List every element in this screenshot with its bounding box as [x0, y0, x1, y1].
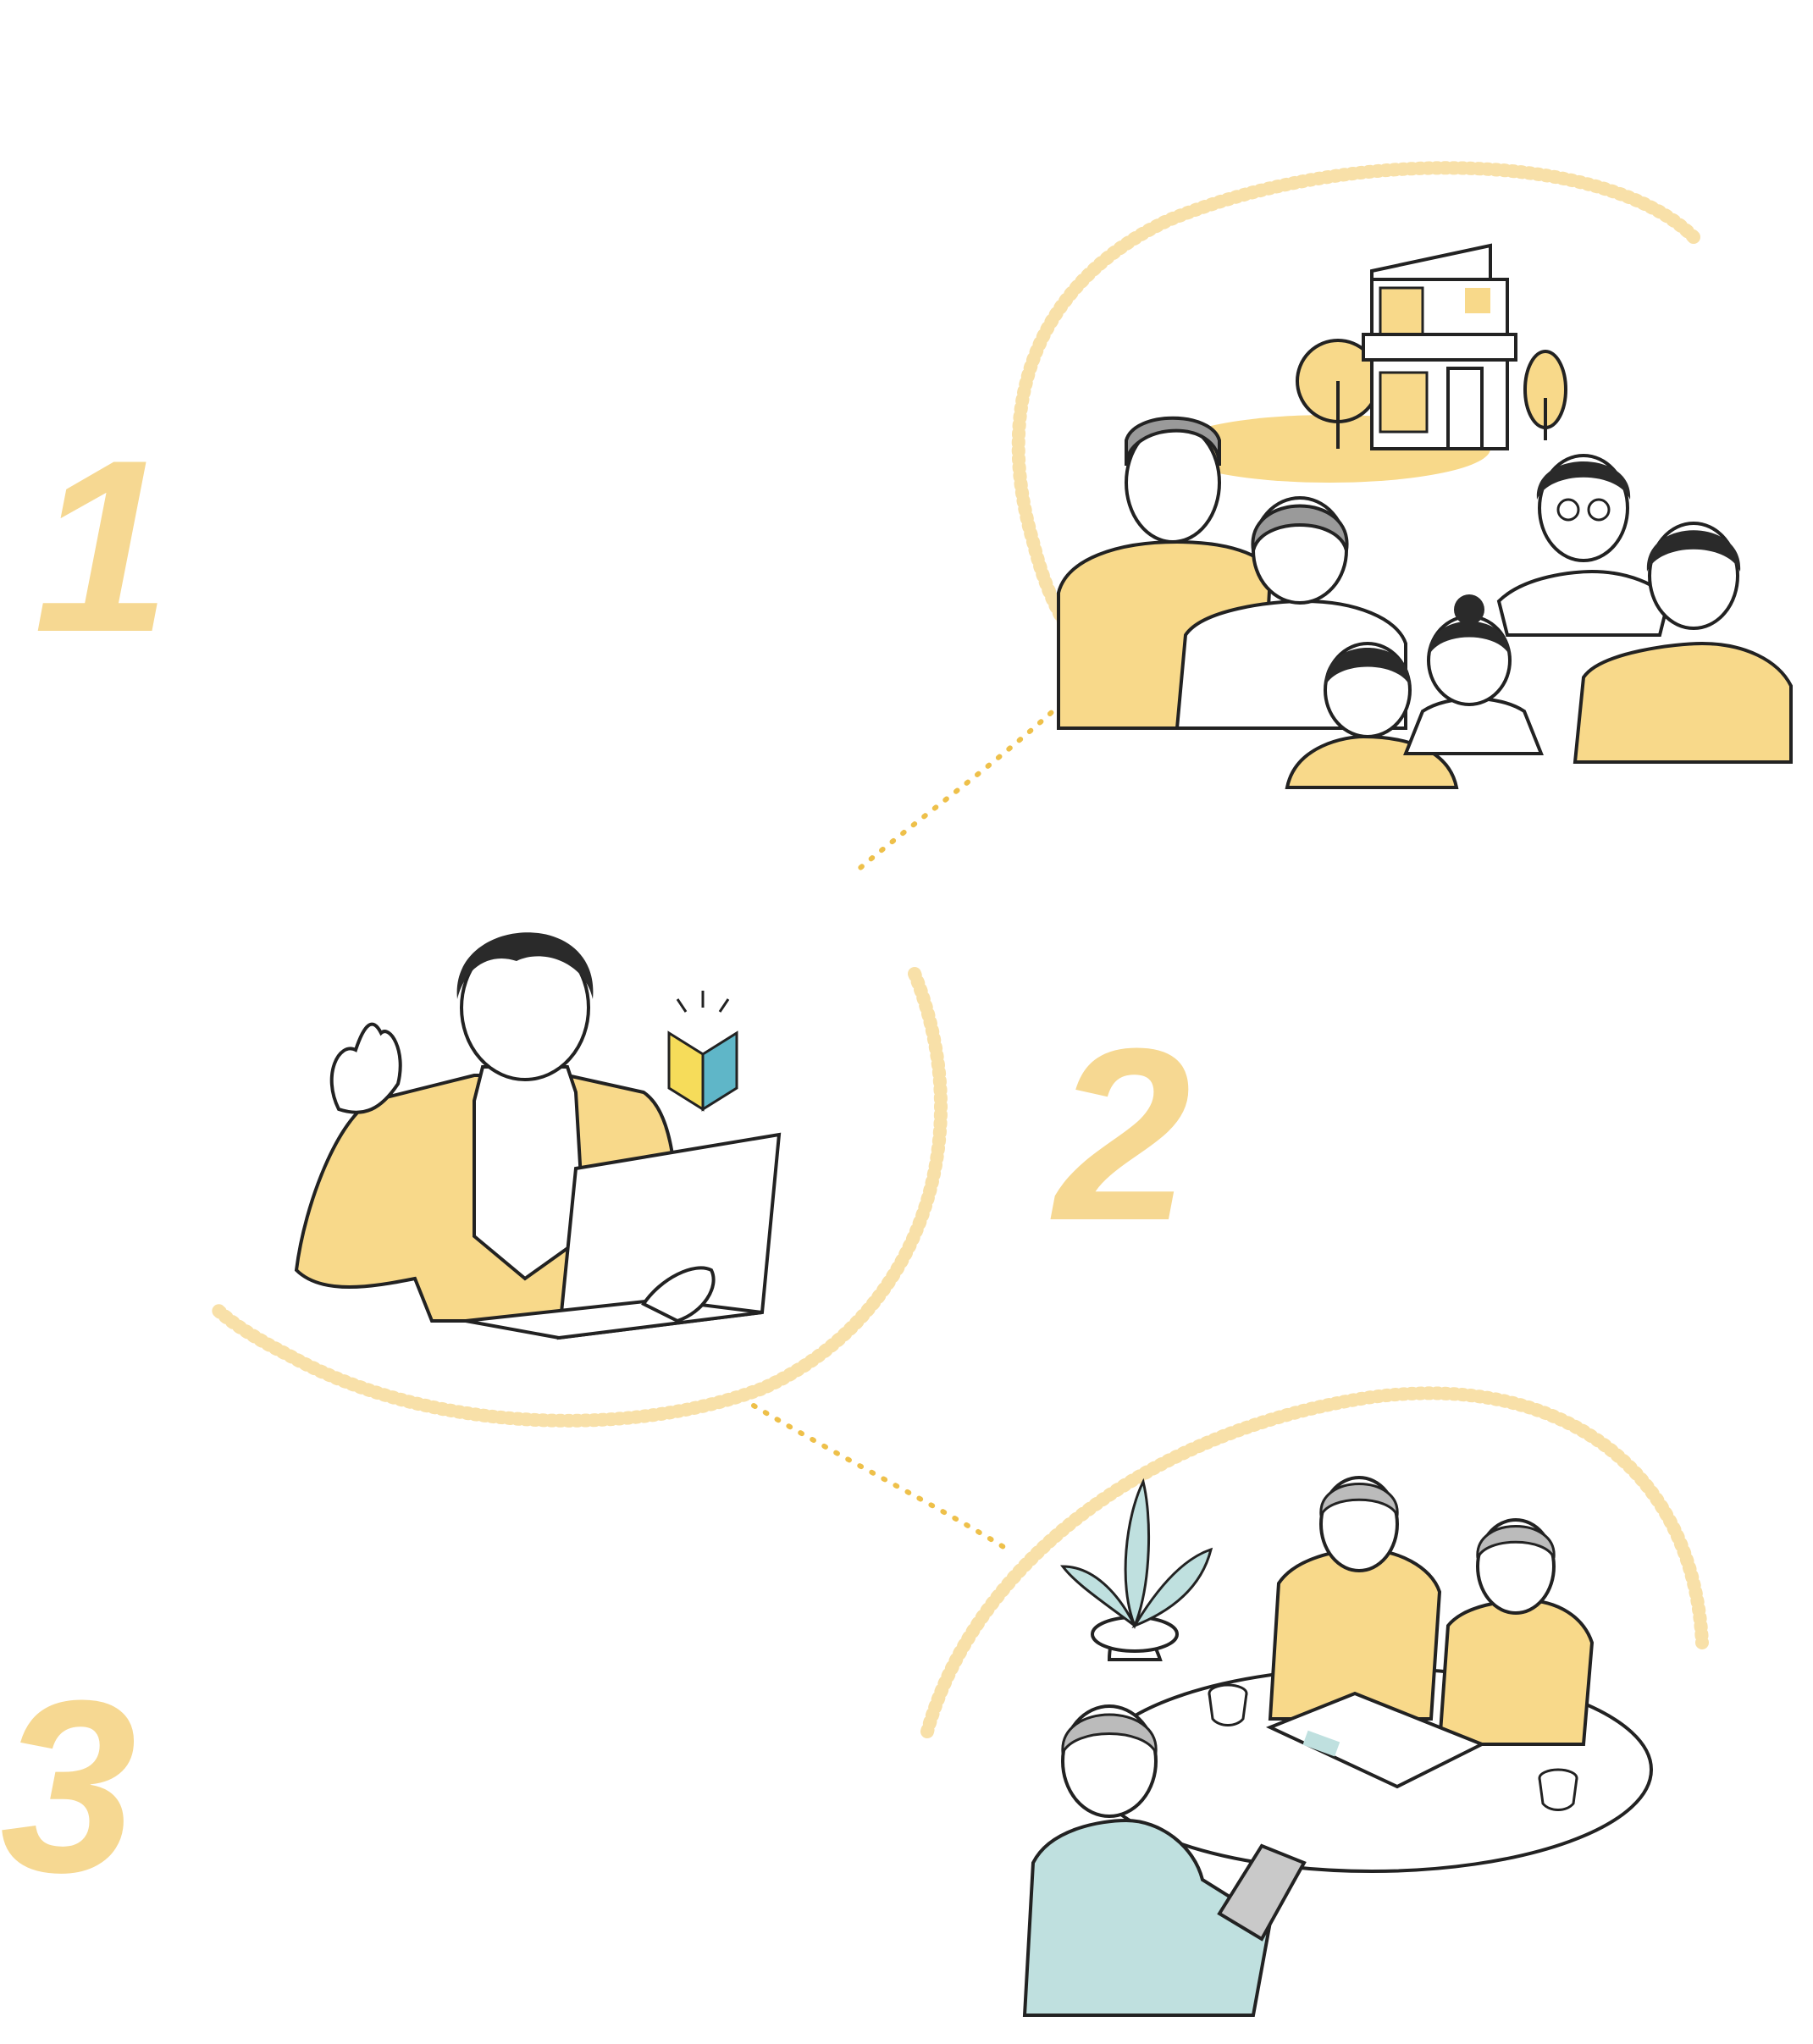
bubble-outline-3 [920, 1386, 1709, 1738]
older-woman-figure [1437, 1518, 1595, 1746]
bubble-outline-1 [1011, 161, 1700, 676]
house-icon [1362, 243, 1517, 450]
step-number-1: 1 [34, 409, 171, 683]
connector-1-2 [853, 692, 1074, 875]
step-number-3: 3 [0, 1649, 137, 1924]
beginner-leaf-icon [667, 991, 738, 1112]
mother-figure [1573, 522, 1793, 764]
cup-icon [1208, 1683, 1248, 1726]
beginner-laptop-illustration [294, 932, 782, 1340]
plant-icon [1059, 1478, 1213, 1661]
step-number-2: 2 [1054, 997, 1191, 1272]
cup-icon [1538, 1768, 1578, 1811]
document-icon [1265, 1691, 1486, 1789]
tree-icon [1523, 350, 1567, 440]
tablet-icon [1217, 1843, 1307, 1942]
father-figure [1496, 454, 1671, 637]
older-man-figure [1268, 1476, 1442, 1721]
advisor-figure [1022, 1704, 1273, 2017]
connector-2-3 [751, 1403, 1010, 1552]
family-house-illustration [1057, 243, 1793, 789]
consultation-illustration [1022, 1476, 1653, 2017]
bubble-outline-2 [209, 967, 948, 1428]
girl-figure [1403, 594, 1544, 755]
